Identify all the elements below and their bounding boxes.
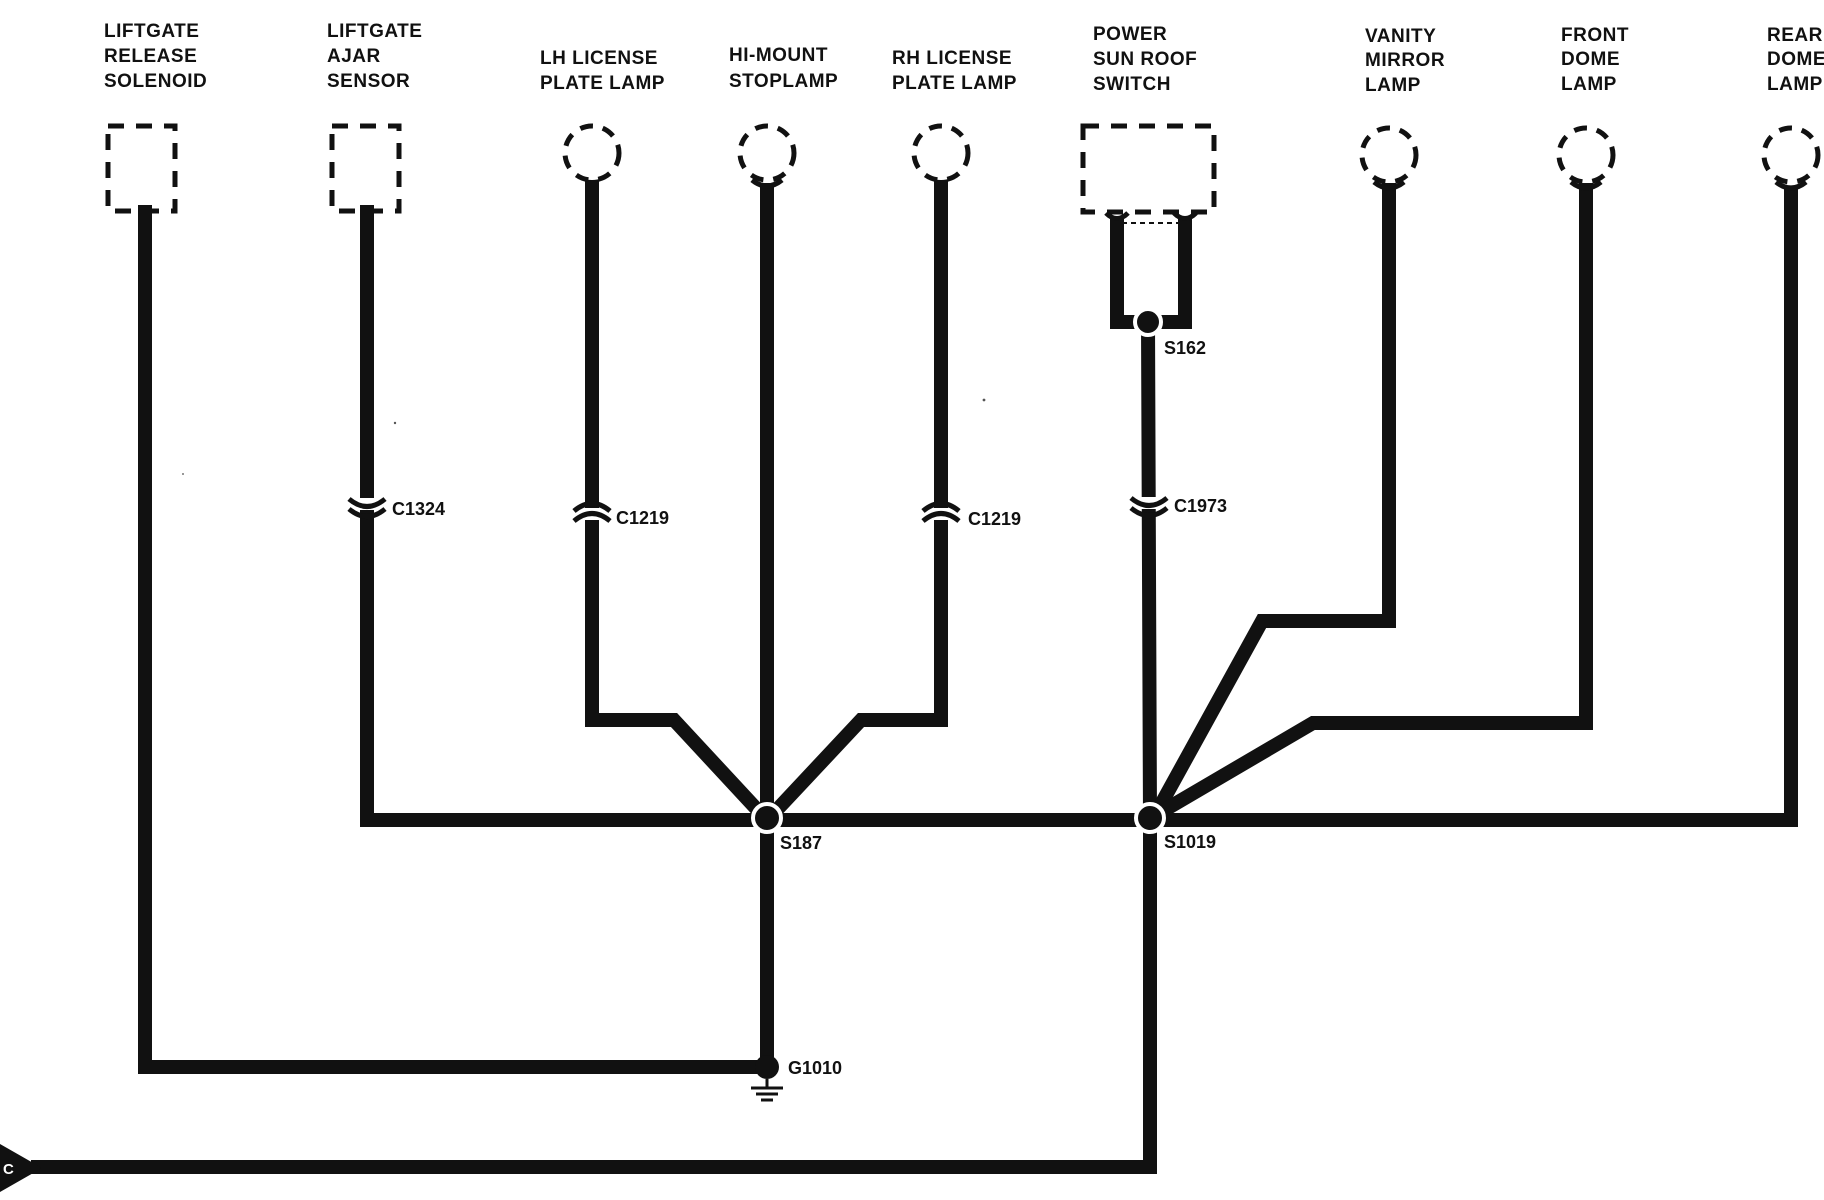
- svg-text:RELEASE: RELEASE: [104, 46, 197, 67]
- label-liftgate-ajar-sensor: LIFTGATE AJAR SENSOR: [327, 21, 422, 92]
- rh-license-plate-lamp-bulb: [911, 123, 971, 183]
- connector-c1219-lh: C1219: [572, 501, 669, 528]
- label-lh-license-plate-lamp: LH LICENSE PLATE LAMP: [540, 48, 665, 94]
- svg-text:PLATE LAMP: PLATE LAMP: [540, 73, 665, 94]
- scan-speck: [393, 421, 397, 425]
- page-reference-c[interactable]: C: [0, 1144, 42, 1192]
- rear-dome-lamp-bulb: [1761, 125, 1821, 191]
- scan-speck: [182, 473, 184, 475]
- vanity-mirror-lamp-bulb: [1359, 125, 1419, 191]
- svg-text:LAMP: LAMP: [1365, 75, 1421, 96]
- wire-front-dome: [1146, 183, 1593, 825]
- svg-text:MIRROR: MIRROR: [1365, 50, 1445, 71]
- ground-g1010: G1010: [751, 1055, 842, 1102]
- svg-text:LIFTGATE: LIFTGATE: [104, 21, 199, 42]
- scan-speck: [982, 398, 986, 402]
- svg-text:C1219: C1219: [968, 509, 1021, 529]
- svg-text:G1010: G1010: [788, 1058, 842, 1078]
- label-hi-mount-stoplamp: HI-MOUNT STOPLAMP: [729, 45, 838, 92]
- wire-sunroof-ground: [1140, 314, 1158, 828]
- svg-text:SENSOR: SENSOR: [327, 71, 410, 92]
- connector-c1324: C1324: [347, 497, 445, 519]
- svg-text:LIFTGATE: LIFTGATE: [327, 21, 422, 42]
- liftgate-release-solenoid-box: [105, 123, 178, 214]
- lh-license-plate-lamp-bulb: [562, 123, 622, 183]
- label-front-dome-lamp: FRONT DOME LAMP: [1561, 25, 1629, 95]
- svg-text:S1019: S1019: [1164, 832, 1216, 852]
- wire-sunroof-right: [1151, 216, 1192, 329]
- svg-text:VANITY: VANITY: [1365, 26, 1436, 47]
- label-power-sun-roof-switch: POWER SUN ROOF SWITCH: [1093, 24, 1197, 95]
- splice-s162: S162: [1133, 307, 1206, 358]
- wires: [31, 175, 1798, 1174]
- front-dome-lamp-bulb: [1556, 125, 1616, 191]
- wire-liftgate-ajar: [360, 205, 769, 827]
- splice-s1019: S1019: [1134, 802, 1216, 852]
- svg-text:PLATE LAMP: PLATE LAMP: [892, 73, 1017, 94]
- label-rear-dome-lamp: REAR DOME LAMP: [1767, 25, 1824, 95]
- liftgate-ajar-sensor-box: [329, 123, 402, 214]
- label-rh-license-plate-lamp: RH LICENSE PLATE LAMP: [892, 48, 1017, 94]
- svg-text:C: C: [3, 1161, 14, 1178]
- wire-to-page-ref: [31, 813, 1157, 1174]
- svg-text:REAR: REAR: [1767, 25, 1823, 46]
- svg-text:FRONT: FRONT: [1561, 25, 1629, 46]
- wire-rh-license: [762, 175, 948, 825]
- svg-text:LAMP: LAMP: [1767, 74, 1823, 95]
- svg-text:S162: S162: [1164, 338, 1206, 358]
- svg-text:AJAR: AJAR: [327, 46, 381, 67]
- svg-text:S187: S187: [780, 833, 822, 853]
- splice-s187: S187: [751, 802, 822, 853]
- label-liftgate-release-solenoid: LIFTGATE RELEASE SOLENOID: [104, 21, 207, 92]
- svg-text:C1324: C1324: [392, 499, 445, 519]
- wire-vanity-mirror: [1144, 183, 1396, 827]
- hi-mount-stoplamp-bulb: [737, 123, 797, 189]
- svg-text:POWER: POWER: [1093, 24, 1167, 45]
- svg-text:LAMP: LAMP: [1561, 74, 1617, 95]
- power-sun-roof-switch-box: [1080, 123, 1217, 221]
- wire-sunroof-left: [1110, 216, 1154, 329]
- svg-text:RH LICENSE: RH LICENSE: [892, 48, 1012, 69]
- svg-text:STOPLAMP: STOPLAMP: [729, 71, 838, 92]
- svg-text:SUN ROOF: SUN ROOF: [1093, 49, 1197, 70]
- svg-text:SWITCH: SWITCH: [1093, 74, 1171, 95]
- svg-text:LH LICENSE: LH LICENSE: [540, 48, 658, 69]
- connector-c1219-rh: C1219: [921, 501, 1021, 529]
- svg-text:C1219: C1219: [616, 508, 669, 528]
- connector-c1973: C1973: [1129, 496, 1227, 518]
- wire-main-bus: [755, 188, 1798, 827]
- label-vanity-mirror-lamp: VANITY MIRROR LAMP: [1365, 26, 1445, 96]
- svg-text:DOME: DOME: [1561, 49, 1620, 70]
- svg-text:C1973: C1973: [1174, 496, 1227, 516]
- wire-liftgate-release: [138, 205, 767, 1074]
- svg-text:HI-MOUNT: HI-MOUNT: [729, 45, 828, 66]
- wire-lh-license: [585, 175, 774, 827]
- svg-text:SOLENOID: SOLENOID: [104, 71, 207, 92]
- svg-text:DOME: DOME: [1767, 49, 1824, 70]
